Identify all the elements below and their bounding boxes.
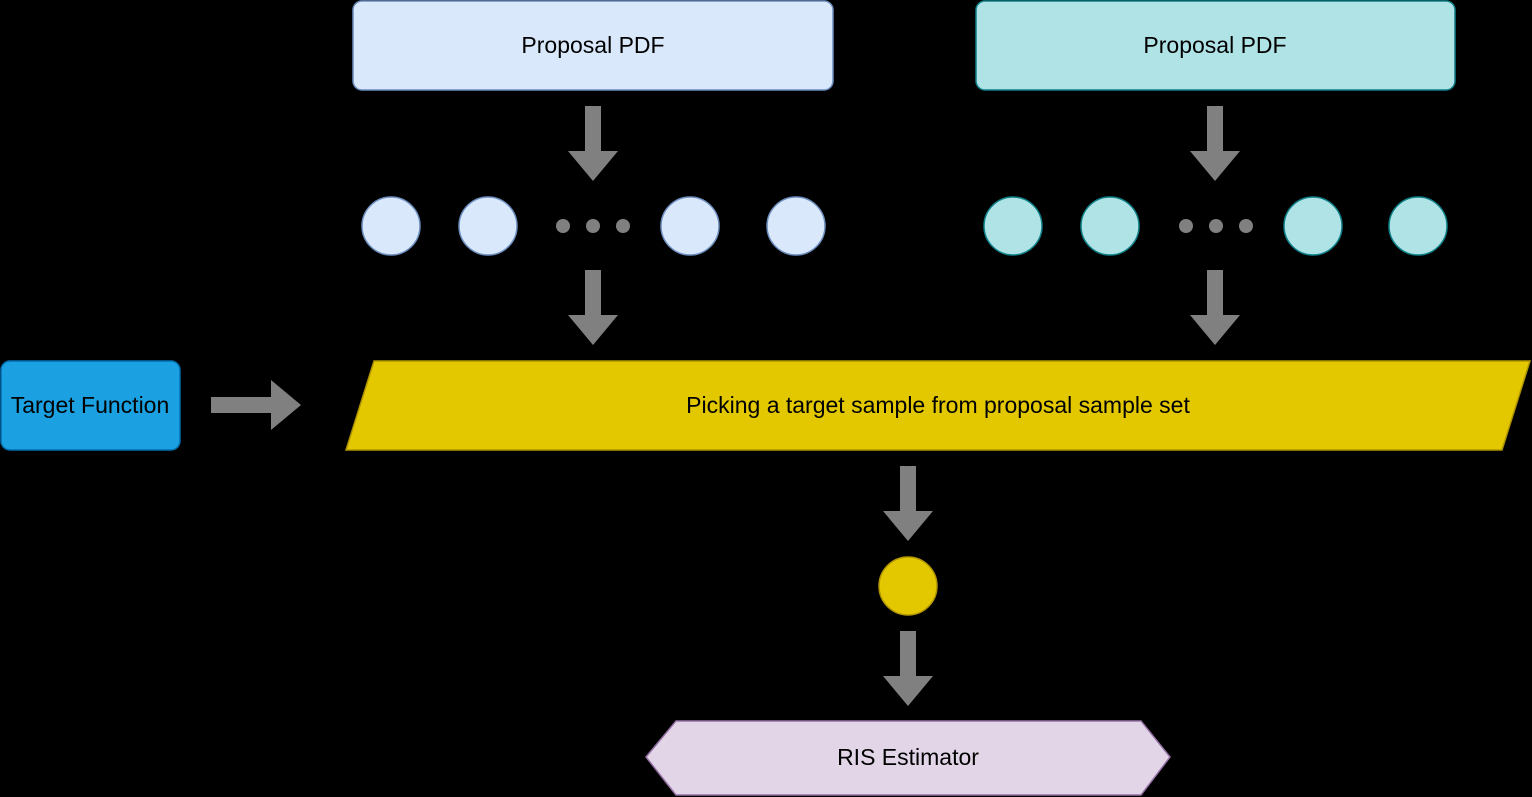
- arrow-down-right-1: [1190, 106, 1240, 181]
- ellipsis-dot: [556, 219, 570, 233]
- selected-sample-circle: [878, 556, 938, 616]
- sample-circle: [458, 196, 518, 256]
- sample-circle: [766, 196, 826, 256]
- target-function-label: Target Function: [11, 392, 170, 418]
- sample-circle: [660, 196, 720, 256]
- arrow-down-left-1: [568, 106, 618, 181]
- arrow-down-right-2: [1190, 270, 1240, 345]
- ris-estimator-hexagon: [645, 720, 1171, 796]
- arrow-right-target: [211, 380, 301, 430]
- arrow-down-picking: [883, 466, 933, 541]
- sample-circle: [361, 196, 421, 256]
- left-sample-set: [361, 196, 826, 256]
- target-function-box: [0, 360, 181, 451]
- ris-estimator[interactable]: RIS Estimator: [645, 720, 1171, 796]
- proposal-pdf-left[interactable]: Proposal PDF: [352, 0, 834, 91]
- arrow-down-left-2: [568, 270, 618, 345]
- proposal-pdf-right-label: Proposal PDF: [1143, 32, 1286, 58]
- proposal-pdf-right[interactable]: Proposal PDF: [975, 0, 1456, 91]
- proposal-pdf-left-box: [352, 0, 834, 91]
- proposal-pdf-right-box: [975, 0, 1456, 91]
- sample-circle: [1388, 196, 1448, 256]
- ellipsis-dot: [1209, 219, 1223, 233]
- sample-circle: [1283, 196, 1343, 256]
- sample-circle: [983, 196, 1043, 256]
- right-sample-set: [983, 196, 1448, 256]
- sample-circle: [1080, 196, 1140, 256]
- ris-estimator-label: RIS Estimator: [837, 744, 979, 770]
- target-function[interactable]: Target Function: [0, 360, 181, 451]
- ellipsis-dot: [1239, 219, 1253, 233]
- ellipsis-dot: [616, 219, 630, 233]
- picking-process[interactable]: Picking a target sample from proposal sa…: [344, 360, 1532, 451]
- picking-label: Picking a target sample from proposal sa…: [686, 392, 1190, 418]
- ellipsis-dot: [586, 219, 600, 233]
- arrow-down-estimator: [883, 631, 933, 706]
- picking-parallelogram: [344, 360, 1532, 451]
- ellipsis-dots: [556, 219, 630, 233]
- proposal-pdf-left-label: Proposal PDF: [521, 32, 664, 58]
- ellipsis-dot: [1179, 219, 1193, 233]
- ellipsis-dots: [1179, 219, 1253, 233]
